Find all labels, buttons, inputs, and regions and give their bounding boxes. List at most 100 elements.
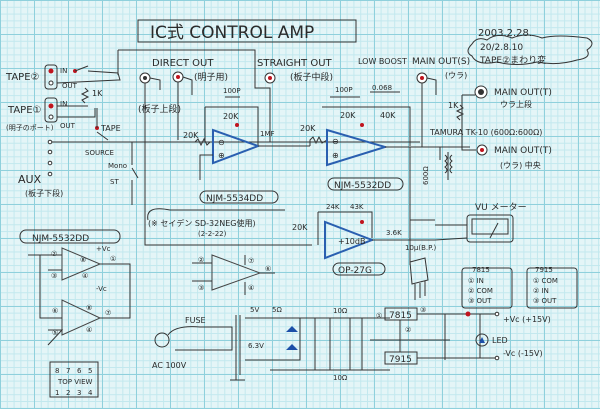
tape2-out-label: OUT — [62, 82, 78, 90]
tape-switch-label: TAPE — [100, 124, 121, 133]
tape2-in-label: IN — [60, 67, 67, 75]
pin-label: ⑥ — [52, 307, 58, 315]
r10b-label: 10Ω — [333, 374, 348, 382]
pin-number: 7 — [66, 367, 70, 375]
pin-label: ② — [51, 250, 57, 258]
stage1-cap2-label: 1MF — [260, 130, 275, 138]
power-supply: FUSE AC 100V 5V 5Ω 6.3V 10Ω 10Ω 7815 791… — [152, 257, 551, 382]
stage2-opamp: 20K 100P 20K 0.068 40K LOW BOOST ⊖⊕ NJM-… — [300, 57, 470, 265]
pin-label: ⑧ — [86, 304, 92, 312]
low-boost-switch-label: LOW BOOST — [358, 57, 407, 66]
pin-number: 1 — [55, 389, 59, 397]
reg-pos-label: 7815 — [389, 311, 412, 321]
tape1-note: (明子のポート) — [6, 124, 54, 132]
vu-rout-label: 3.6K — [386, 229, 402, 237]
vu-r2-label: 43K — [350, 203, 364, 211]
vu-note: (※ セイデン SD-32NEG使用) — [148, 218, 256, 228]
pin-label: ④ — [248, 284, 254, 292]
opamp-njm5532-triangle — [326, 128, 389, 167]
vu-rin-label: 20K — [292, 223, 308, 232]
resistor-1k-label: 1K — [92, 89, 103, 98]
pin-label: ④ — [86, 326, 92, 334]
pin-label: ⑦ — [248, 257, 254, 265]
date-revised: 20/2.8.10 — [480, 43, 523, 53]
direct-out-section: (板子上段) DIRECT OUT (明子用) STRAIGHT OUT (板子… — [138, 58, 333, 200]
tape1-in-label: IN — [60, 100, 67, 108]
pin-number: 4 — [88, 389, 93, 397]
pin-label: ⑥ — [265, 265, 271, 273]
direct-out-label: DIRECT OUT — [152, 58, 214, 69]
main-out-t1-label: MAIN OUT(T) — [494, 88, 552, 98]
vu-meter-label: VU メーター — [475, 202, 527, 213]
vplus-label: +Vc (+15V) — [503, 315, 551, 324]
noninverting-input-symbol: ⊕ — [332, 151, 339, 160]
pin-label: ⑦ — [105, 309, 111, 317]
title: IC式 CONTROL AMP — [150, 23, 314, 43]
date-created: 2003.2.28. — [478, 28, 532, 39]
pin-number: 5 — [88, 367, 92, 375]
stereo-label: ST — [110, 178, 119, 186]
pinout-vminus: -Vc — [96, 285, 107, 293]
pin-label: ② — [198, 256, 204, 264]
pinout-vplus: +Vc — [96, 245, 111, 253]
ac-label: AC 100V — [152, 361, 187, 370]
pin-label: ⑤ — [52, 329, 58, 337]
pinout-section: NJM-5532DD +Vc -Vc ② ③ ⑧ ① ④ ⑥ ⑤ ⑧ ⑦ ④ 8… — [19, 229, 275, 398]
stage2-ic-label: NJM-5532DD — [334, 181, 391, 191]
vu-ic-label: OP-27G — [338, 266, 372, 276]
legend-title: 7815 — [472, 266, 490, 274]
r5-label: 5Ω — [272, 306, 282, 314]
vu-section: (※ セイデン SD-32NEG使用) (2-2-22) 20K 24K 43K… — [144, 200, 527, 276]
aux-note: (板子下段) — [25, 188, 63, 198]
main-out-t1-note: ウラ上段 — [500, 99, 532, 109]
legend-7915: 7915 ① COM ② IN ③ OUT — [526, 266, 578, 309]
led-icon — [475, 333, 489, 347]
pin-label: ③ — [198, 284, 204, 292]
inverting-input-symbol: ⊖ — [332, 137, 339, 146]
pin-label: ① — [110, 255, 116, 263]
sec1-label: 5V — [250, 306, 259, 314]
legend-item: ① COM — [533, 277, 558, 285]
mono-label: Mono — [108, 162, 127, 170]
boost-r-label: 40K — [380, 111, 396, 120]
reg-pin-label: ② — [405, 326, 411, 334]
reg-pin-label: ① — [376, 312, 382, 320]
vminus-label: -Vc (-15V) — [503, 349, 543, 358]
reg-neg-label: 7915 — [389, 355, 412, 365]
opamp-op27g-triangle — [324, 220, 375, 260]
legend-item: ② IN — [533, 287, 549, 295]
main-out-t2-note: (ウラ) 中央 — [500, 160, 541, 170]
stage2-rin-label: 20K — [300, 124, 316, 133]
main-out-s-note: (ウラ) — [445, 71, 467, 80]
boost-cap-label: 0.068 — [372, 84, 392, 92]
main-out-t2-label: MAIN OUT(T) — [494, 146, 552, 156]
legend-item: ② COM — [468, 287, 493, 295]
source-switch-label: SOURCE — [85, 149, 114, 157]
main-out-section: MAIN OUT(S) (ウラ) MAIN OUT(T) ウラ上段 1K TAM… — [412, 57, 552, 185]
input-section: TAPE② IN OUT TAPE① (明子のポート) IN OUT 1K TA… — [5, 49, 420, 205]
straight-out-note: (板子中段) — [290, 71, 333, 83]
diode-icon — [286, 326, 298, 350]
vu-meter — [466, 214, 514, 243]
stage1-ic-label: NJM-5534DD — [206, 194, 263, 204]
tape2-label: TAPE② — [5, 72, 40, 83]
date-note: 2003.2.28. 20/2.8.10 TAPE②まわり変 — [467, 28, 593, 66]
fuse-label: FUSE — [185, 316, 206, 325]
pin-number: 6 — [77, 367, 82, 375]
straight-out-label: STRAIGHT OUT — [257, 58, 333, 69]
pin-label: ⑧ — [80, 256, 86, 264]
reg-pin-label: ③ — [420, 306, 426, 314]
tape1-label: TAPE① — [7, 105, 42, 116]
legend-7815: 7815 ① IN ② COM ③ OUT — [461, 266, 513, 309]
top-view-label: TOP VIEW — [57, 378, 93, 386]
vu-note-date: (2-2-22) — [198, 230, 227, 238]
r600-label: 600Ω — [422, 166, 430, 185]
pin-number: 8 — [55, 367, 59, 375]
stage1-opamp: 20K 100P 20K ⊖⊕ 1MF NJM-5534DD — [178, 87, 310, 204]
opamp-njm5534-triangle — [212, 128, 261, 165]
legend-item: ③ OUT — [533, 297, 557, 305]
stage1-rin-label: 20K — [183, 131, 199, 140]
transformer-label: TAMURA TK-10 (600Ω:600Ω) — [429, 128, 542, 137]
